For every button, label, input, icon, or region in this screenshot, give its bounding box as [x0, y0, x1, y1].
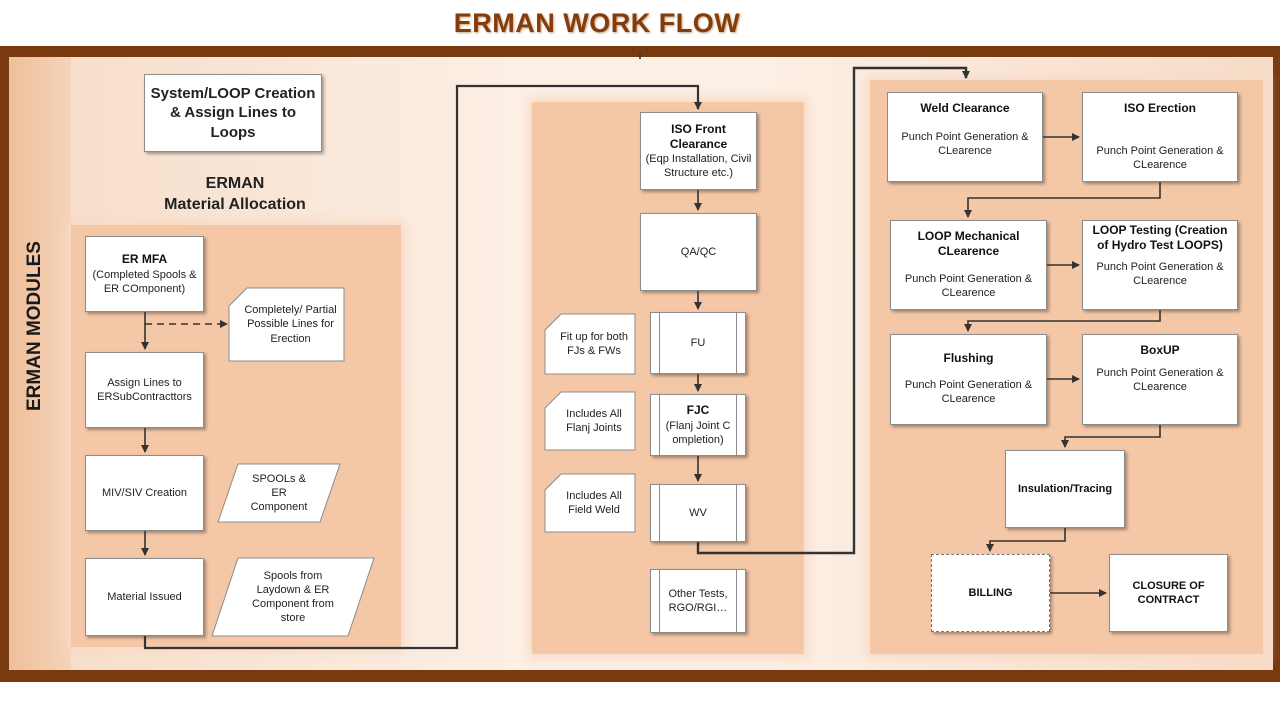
loop-mechanical-punch: Punch Point Generation & CLearence [904, 272, 1033, 299]
iso-erection-box: ISO Erection Punch Point Generation & CL… [1082, 92, 1238, 182]
closure-box: CLOSURE OF CONTRACT [1109, 554, 1228, 632]
boxup-box: BoxUP Punch Point Generation & CLearence [1082, 334, 1238, 425]
wv-box: WV [650, 484, 746, 542]
fu-text: FU [690, 336, 706, 349]
flushing-title: Flushing [943, 351, 994, 365]
wv-text: WV [689, 506, 707, 519]
fu-box: FU [650, 312, 746, 374]
flushing-punch: Punch Point Generation & CLearence [904, 379, 1033, 406]
modules-label: ERMAN MODULES [24, 241, 46, 411]
iso-front-clearance-box: ISO Front Clearance (Eqp Installation, C… [640, 112, 757, 190]
loop-mechanical-box: LOOP Mechanical CLearence Punch Point Ge… [890, 220, 1047, 310]
system-loop-box: System/LOOP Creation & Assign Lines to L… [144, 74, 322, 152]
billing-text: BILLING [968, 586, 1013, 599]
assign-lines-box: Assign Lines to ERSubContracttors [85, 352, 204, 428]
fitup-note: Fit up for both FJs & FWs [544, 313, 636, 375]
material-heading: ERMAN Material Allocation [164, 175, 306, 213]
boxup-title: BoxUP [1140, 343, 1180, 357]
miv-siv-box: MIV/SIV Creation [85, 455, 204, 531]
weld-clearance-punch: Punch Point Generation & CLearence [901, 131, 1029, 158]
fjc-box: FJC (Flanj Joint Completion) [650, 394, 746, 456]
fjc-text: (Flanj Joint Completion) [665, 419, 731, 446]
modules-stripe [9, 57, 71, 670]
billing-box: BILLING [931, 554, 1050, 632]
weld-clearance-box: Weld Clearance Punch Point Generation & … [887, 92, 1043, 182]
assign-lines-text: Assign Lines to ERSubContracttors [97, 376, 192, 403]
er-mfa-text: (Completed Spools & ER COmponent) [92, 268, 197, 295]
spools-store-text: Spools from Laydown & ER Component from … [252, 569, 334, 625]
iso-erection-title: ISO Erection [1123, 101, 1197, 115]
fitup-note-text: Fit up for both FJs & FWs [560, 330, 628, 357]
weld-note-text: Includes All Field Weld [566, 489, 622, 516]
material-issued-text: Material Issued [107, 590, 182, 603]
qa-qc-box: QA/QC [640, 213, 757, 291]
possible-lines-text: Completely/ Partial Possible Lines for E… [244, 304, 337, 345]
other-tests-box: Other Tests, RGO/RGI… [650, 569, 746, 633]
iso-front-text: (Eqp Installation, Civil Structure etc.) [645, 153, 752, 180]
flanj-note: Includes All Flanj Joints [544, 391, 636, 451]
spools-store-note: Spools from Laydown & ER Component from … [211, 557, 375, 637]
insulation-tracing-text: Insulation/Tracing [1017, 482, 1113, 495]
spools-note-text: SPOOLs & ER Component [250, 472, 308, 514]
miv-siv-text: MIV/SIV Creation [102, 486, 187, 499]
insulation-tracing-box: Insulation/Tracing [1005, 450, 1125, 528]
flushing-box: Flushing Punch Point Generation & CLeare… [890, 334, 1047, 425]
loop-testing-box: LOOP Testing (Creation of Hydro Test LOO… [1082, 220, 1238, 310]
boxup-punch: Punch Point Generation & CLearence [1096, 367, 1224, 394]
qa-qc-text: QA/QC [680, 245, 717, 258]
iso-erection-punch: Punch Point Generation & CLearence [1096, 145, 1224, 172]
material-issued-box: Material Issued [85, 558, 204, 636]
er-mfa-title: ER MFA [121, 252, 168, 267]
closure-text: CLOSURE OF CONTRACT [1132, 579, 1205, 606]
weld-note: Includes All Field Weld [544, 473, 636, 533]
flanj-note-text: Includes All Flanj Joints [566, 407, 622, 434]
fjc-title: FJC [686, 403, 710, 418]
spools-note: SPOOLs & ER Component [217, 463, 341, 523]
iso-front-title: ISO Front Clearance [669, 121, 728, 151]
loop-testing-punch: Punch Point Generation & CLearence [1096, 260, 1224, 287]
other-tests-text: Other Tests, RGO/RGI… [668, 587, 728, 614]
weld-clearance-title: Weld Clearance [920, 101, 1010, 115]
loop-mechanical-title: LOOP Mechanical CLearence [917, 229, 1020, 259]
page-title: ERMAN WORK FLOW [453, 8, 741, 38]
system-loop-text: System/LOOP Creation & Assign Lines to L… [150, 84, 316, 141]
er-mfa-box: ER MFA (Completed Spools & ER COmponent) [85, 236, 204, 312]
possible-lines-note: Completely/ Partial Possible Lines for E… [228, 287, 345, 362]
loop-testing-title: LOOP Testing (Creation of Hydro Test LOO… [1092, 223, 1228, 253]
